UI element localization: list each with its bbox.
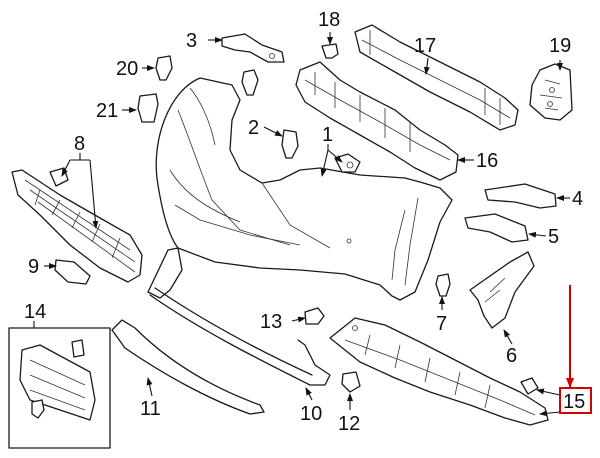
- label-7: 7: [436, 313, 447, 335]
- label-6: 6: [506, 345, 517, 367]
- label-12: 12: [338, 413, 360, 435]
- label-5: 5: [548, 226, 559, 248]
- label-8: 8: [74, 133, 85, 155]
- leader-lines: [33, 32, 574, 417]
- label-2: 2: [248, 117, 259, 139]
- bracket-19: [529, 63, 573, 121]
- absorber: [295, 61, 459, 181]
- part-9: [54, 259, 91, 285]
- label-3: 3: [186, 30, 197, 52]
- label-15: 15: [563, 391, 585, 413]
- label-13: 13: [260, 311, 282, 333]
- label-1: 1: [322, 124, 333, 146]
- bracket-3: [221, 33, 285, 63]
- label-9: 9: [28, 256, 39, 278]
- label-18: 18: [318, 9, 340, 31]
- plate-bracket-box: [8, 327, 111, 449]
- moulding-10: [147, 247, 331, 386]
- moulding-11: [111, 319, 265, 415]
- label-4: 4: [572, 188, 583, 210]
- label-17: 17: [414, 35, 436, 57]
- label-14: 14: [24, 301, 46, 323]
- label-19: 19: [549, 35, 571, 57]
- label-20: 20: [116, 58, 138, 80]
- side-brackets: [464, 183, 557, 329]
- reinforcement: [354, 24, 519, 131]
- label-11: 11: [140, 398, 161, 420]
- label-10: 10: [300, 403, 322, 425]
- fasteners: [137, 40, 539, 395]
- label-16: 16: [476, 150, 498, 172]
- bumper-cover: [155, 77, 453, 301]
- label-21: 21: [96, 100, 118, 122]
- highlight-box: [559, 387, 592, 414]
